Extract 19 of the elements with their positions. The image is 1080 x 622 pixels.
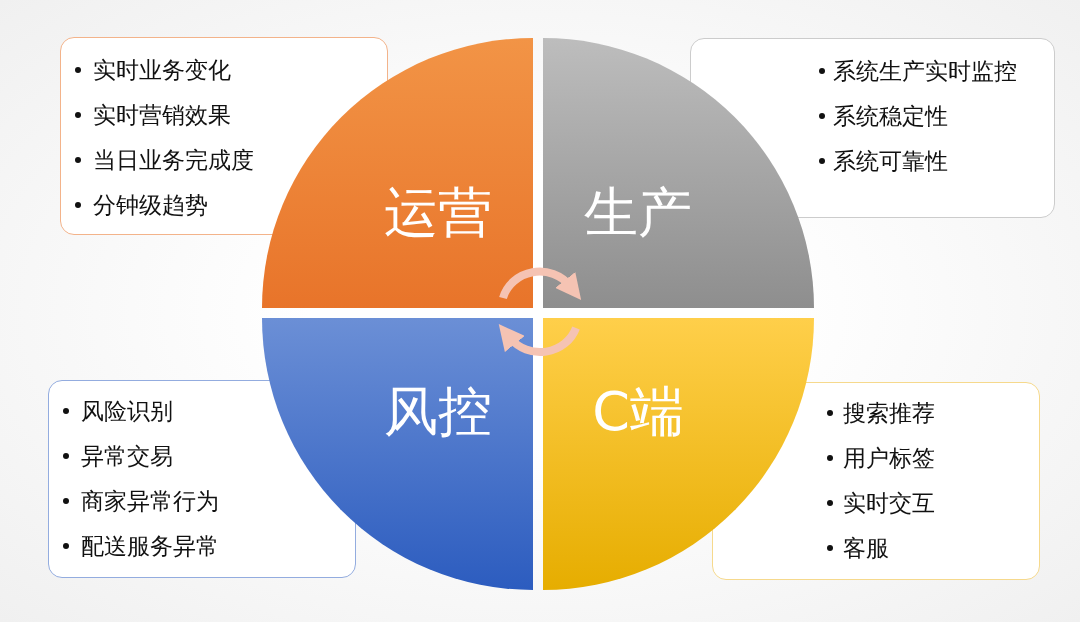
list-item: 实时营销效果 — [93, 101, 231, 130]
list-item: 商家异常行为 — [81, 487, 219, 516]
list-item: 系统可靠性 — [833, 147, 948, 176]
segment-label: C端 — [592, 380, 684, 444]
list-item: 实时业务变化 — [93, 56, 231, 85]
list-item: 用户标签 — [843, 444, 935, 473]
list-item: 异常交易 — [81, 442, 173, 471]
segment-label: 风控 — [384, 380, 492, 444]
list-item: 配送服务异常 — [81, 532, 219, 561]
list-item: 当日业务完成度 — [93, 146, 254, 175]
list-item: 风险识别 — [81, 397, 173, 426]
list-item: 实时交互 — [843, 489, 935, 518]
list-item: 客服 — [843, 534, 889, 563]
list-item: 系统生产实时监控 — [833, 57, 1017, 86]
segment-label: 运营 — [384, 181, 492, 245]
list-item: 搜索推荐 — [843, 399, 935, 428]
segment-label: 生产 — [584, 181, 692, 245]
list-item: 系统稳定性 — [833, 102, 948, 131]
list-item: 分钟级趋势 — [93, 191, 208, 220]
